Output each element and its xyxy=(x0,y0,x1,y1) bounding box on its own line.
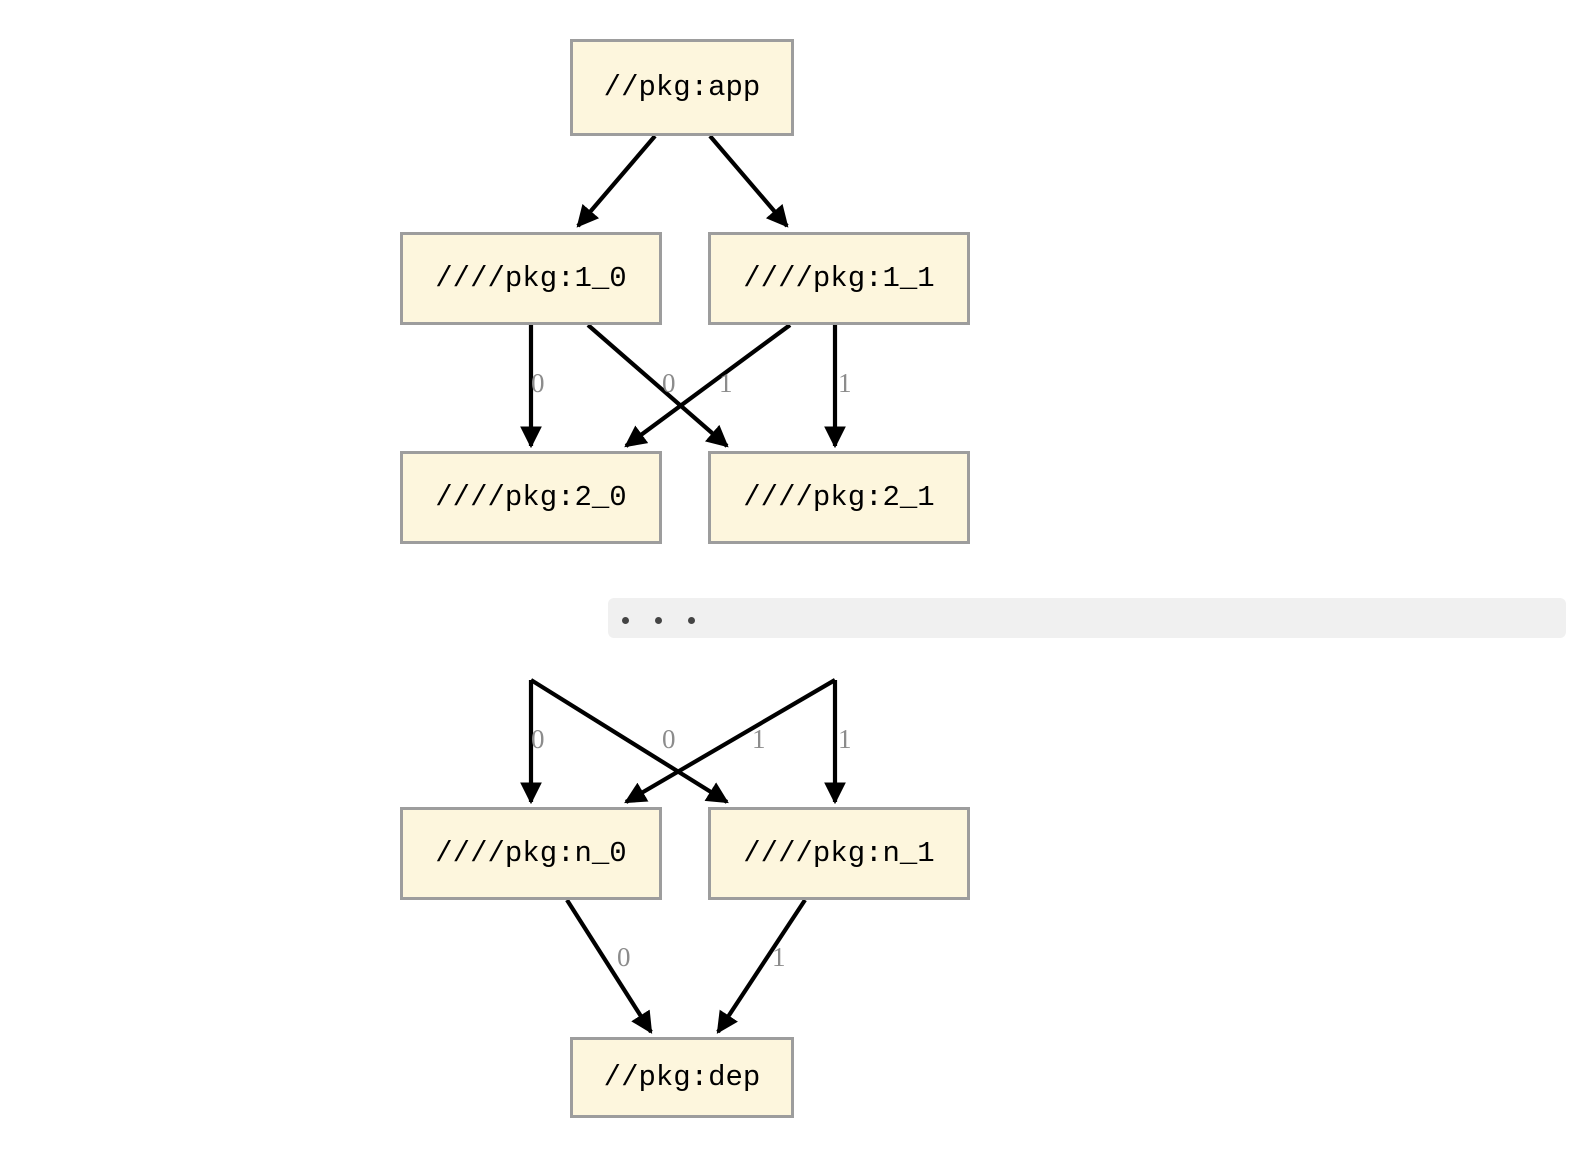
edge-label: 1 xyxy=(752,724,766,754)
graph-edge xyxy=(586,323,729,448)
ellipsis-dot xyxy=(622,617,629,624)
edge-label: 1 xyxy=(838,368,852,398)
ellipsis-band xyxy=(608,598,1566,638)
edge-label: 1 xyxy=(719,368,733,398)
graph-node-label: ////pkg:n_1 xyxy=(743,837,935,870)
graph-node-label: ////pkg:n_0 xyxy=(435,837,627,870)
graph-edge xyxy=(565,898,653,1034)
graph-node-label: //pkg:dep xyxy=(603,1061,761,1094)
graph-edge xyxy=(624,678,837,804)
ellipsis-dot xyxy=(688,617,695,624)
ellipsis-dots xyxy=(622,617,695,624)
graph-node-label: //pkg:app xyxy=(603,71,761,104)
graph-node-label: ////pkg:1_0 xyxy=(435,262,627,295)
graph-edge xyxy=(708,134,789,228)
graph-node-dep[interactable]: //pkg:dep xyxy=(570,1037,794,1118)
edge-label: 0 xyxy=(617,942,631,972)
graph-node-l1_0[interactable]: ////pkg:1_0 xyxy=(400,232,662,325)
graph-edge xyxy=(716,898,807,1034)
edge-label: 0 xyxy=(662,724,676,754)
graph-node-ln_0[interactable]: ////pkg:n_0 xyxy=(400,807,662,900)
graph-node-l2_1[interactable]: ////pkg:2_1 xyxy=(708,451,970,544)
graph-node-label: ////pkg:1_1 xyxy=(743,262,935,295)
graph-edge xyxy=(576,134,657,228)
graph-node-l2_0[interactable]: ////pkg:2_0 xyxy=(400,451,662,544)
graph-edge xyxy=(624,323,792,448)
edge-label: 1 xyxy=(838,724,852,754)
graph-node-label: ////pkg:2_1 xyxy=(743,481,935,514)
edge-label: 1 xyxy=(772,942,786,972)
edge-label: 0 xyxy=(662,368,676,398)
graph-node-ln_1[interactable]: ////pkg:n_1 xyxy=(708,807,970,900)
graph-node-label: ////pkg:2_0 xyxy=(435,481,627,514)
graph-node-l1_1[interactable]: ////pkg:1_1 xyxy=(708,232,970,325)
graph-node-app[interactable]: //pkg:app xyxy=(570,39,794,136)
ellipsis-dot xyxy=(655,617,662,624)
edge-label: 0 xyxy=(531,724,545,754)
edge-label: 0 xyxy=(531,368,545,398)
graph-edge xyxy=(529,678,729,804)
